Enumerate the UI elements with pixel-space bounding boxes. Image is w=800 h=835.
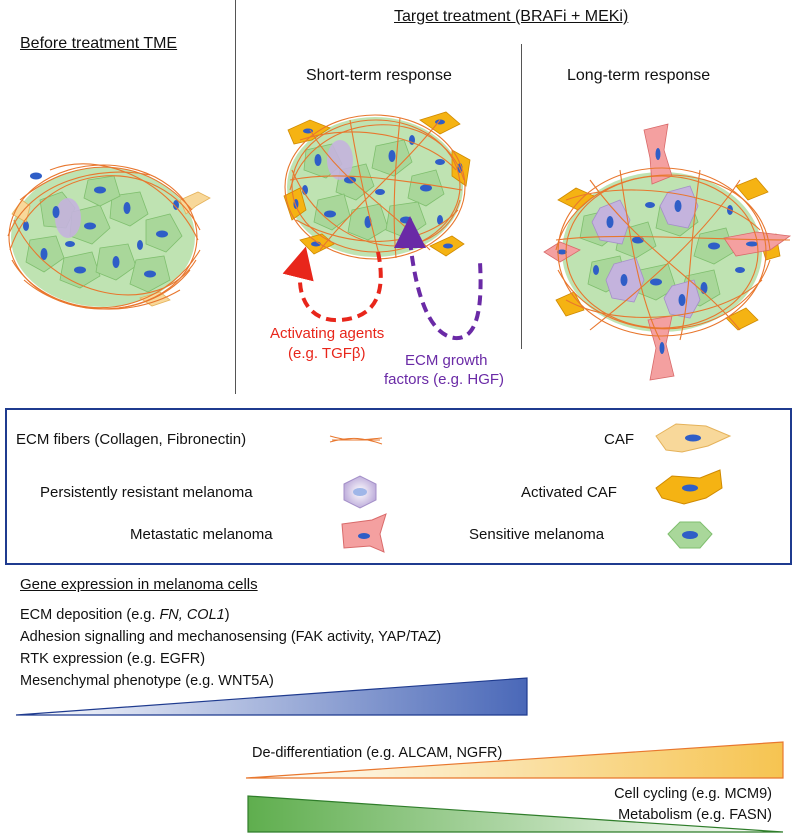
ecm-deposition-text: ECM deposition (e.g. [20, 607, 160, 623]
legend-activated-caf-label: Activated CAF [521, 484, 617, 501]
legend-caf-label: CAF [604, 431, 634, 448]
legend-icon-sensitive [667, 521, 713, 549]
long-term-title: Long-term response [567, 67, 711, 84]
ecm-growth-label: ECM growth [405, 352, 488, 369]
divider-right [521, 44, 522, 349]
short-term-title: Short-term response [306, 67, 452, 84]
divider-left [235, 0, 236, 394]
cell-cycling-line: Cell cycling (e.g. MCM9) [614, 786, 772, 802]
legend-icon-ecm-fibers [329, 435, 383, 445]
de-differentiation-line: De-differentiation (e.g. ALCAM, NGFR) [252, 745, 503, 761]
mesenchymal-phenotype-line: Mesenchymal phenotype (e.g. WNT5A) [20, 673, 274, 689]
legend-icon-persistent [343, 475, 377, 509]
wedge-blue-increasing [15, 677, 528, 716]
adhesion-signalling-line: Adhesion signalling and mechanosensing (… [20, 629, 442, 645]
ecm-growth-example: factors (e.g. HGF) [384, 371, 505, 388]
gene-expression-title: Gene expression in melanoma cells [20, 576, 258, 593]
legend-icon-metastatic [341, 513, 387, 553]
legend-icon-caf [655, 423, 732, 453]
activating-agents-example: (e.g. TGFβ) [288, 345, 366, 362]
treatment-title: Target treatment (BRAFi + MEKi) [394, 8, 629, 25]
legend-metastatic-label: Metastatic melanoma [130, 526, 273, 543]
wedge-orange-increasing [245, 741, 784, 779]
tumor-long-term [543, 123, 792, 381]
metabolism-line: Metabolism (e.g. FASN) [618, 807, 772, 823]
before-treatment-title: Before treatment TME [20, 35, 178, 52]
legend-box [5, 408, 792, 565]
legend-ecm-fibers-label: ECM fibers (Collagen, Fibronectin) [16, 431, 247, 448]
legend-sensitive-label: Sensitive melanoma [469, 526, 605, 543]
ecm-deposition-close: ) [224, 607, 230, 623]
tumor-before-treatment [7, 163, 211, 310]
wedge-green-decreasing [247, 795, 784, 833]
legend-icon-activated-caf [655, 469, 723, 505]
legend-persistent-label: Persistently resistant melanoma [40, 484, 253, 501]
ecm-deposition-genes: FN, COL1 [159, 607, 225, 623]
rtk-expression-line: RTK expression (e.g. EGFR) [20, 651, 206, 667]
activating-agents-label: Activating agents [270, 325, 385, 342]
ecm-deposition-line: ECM deposition (e.g. FN, COL1) [20, 608, 230, 623]
tumor-short-term [282, 111, 483, 341]
